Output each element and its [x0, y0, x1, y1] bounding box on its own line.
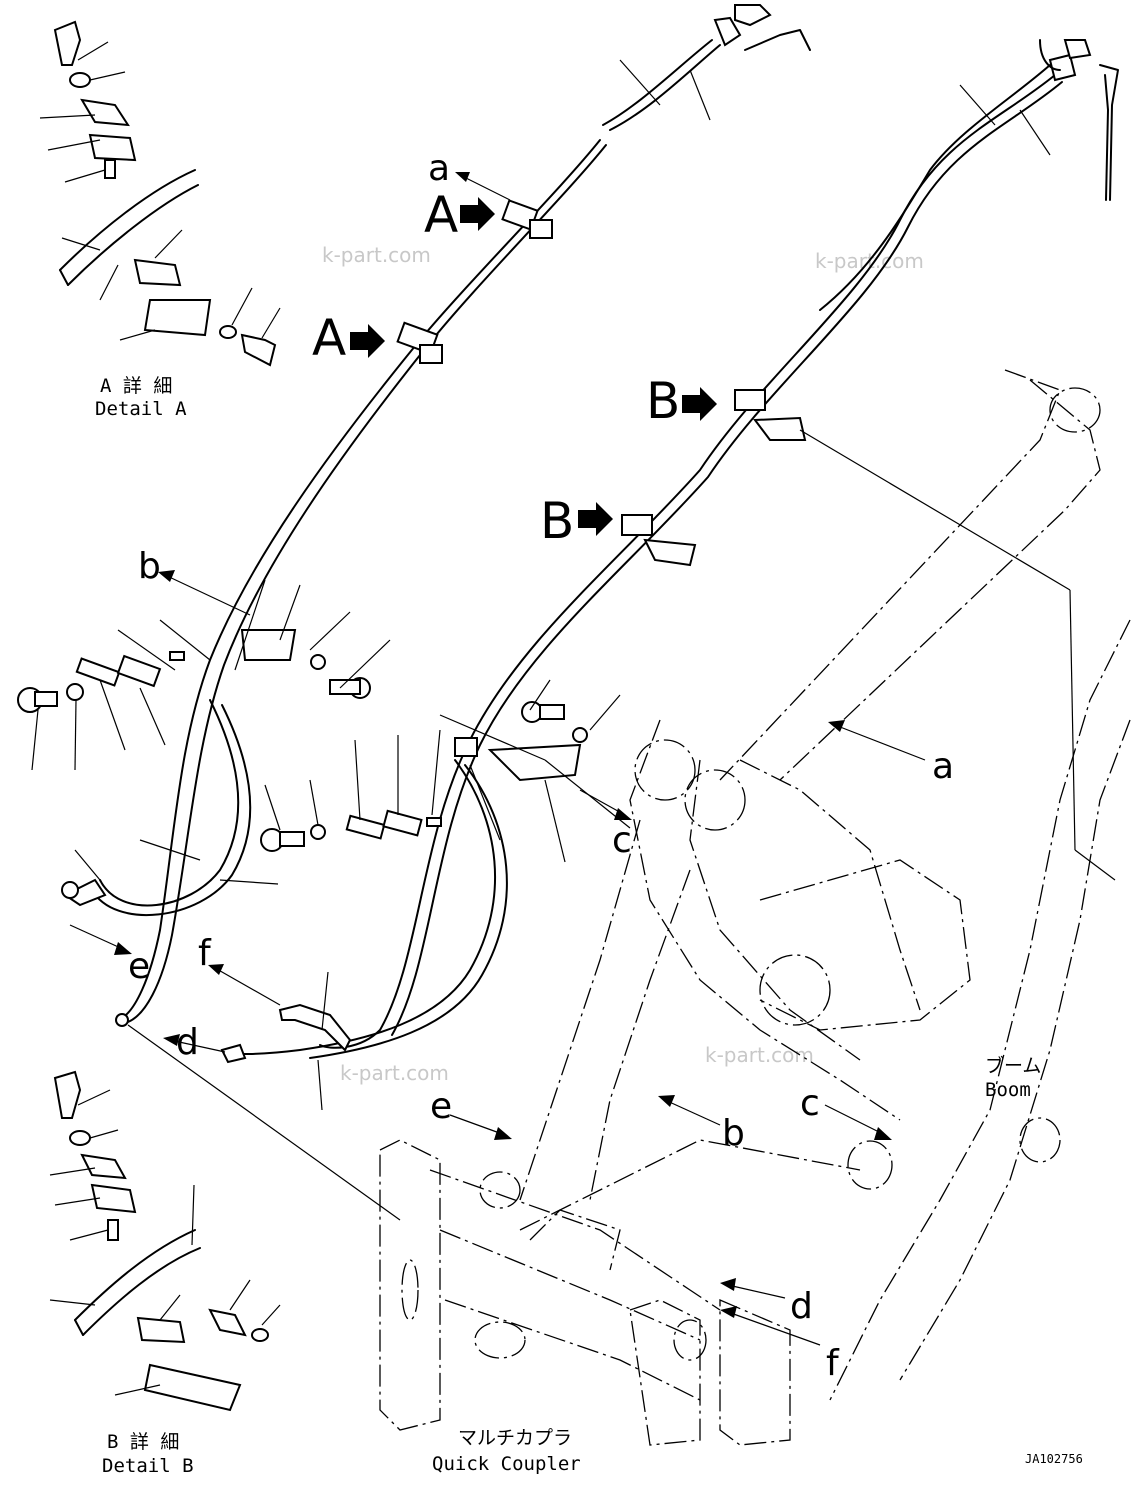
- view-label-b: B: [646, 372, 680, 430]
- hose-clamps: [240, 199, 807, 782]
- callout-d: d: [176, 1022, 199, 1063]
- callout-f-coupler: f: [826, 1343, 840, 1384]
- callout-arrows: [69, 172, 926, 1346]
- coupler-label-en: Quick Coupler: [432, 1453, 581, 1475]
- detail-b-title-en: Detail B: [102, 1455, 194, 1477]
- view-arrow-icon: [350, 197, 717, 536]
- watermark: k-part.com: [705, 1043, 814, 1067]
- callout-b: b: [138, 546, 161, 587]
- callout-a-boom: a: [932, 746, 954, 787]
- boom-outline: [519, 369, 1131, 1401]
- callout-d-coupler: d: [790, 1286, 813, 1327]
- detail-a-title-jp: A 詳 細: [100, 375, 172, 397]
- view-label-a: A: [424, 186, 458, 244]
- quick-coupler-outline: [379, 1139, 791, 1446]
- callout-a: a: [428, 148, 450, 189]
- boom-label-jp: ブーム: [985, 1054, 1041, 1077]
- callout-c: c: [612, 820, 632, 861]
- view-label-b: B: [540, 492, 574, 550]
- boom-label-en: Boom: [985, 1079, 1031, 1101]
- detail-b-drawing: [49, 1070, 281, 1412]
- detail-b-title-jp: B 詳 細: [107, 1431, 179, 1453]
- hose-left: [91, 39, 721, 1027]
- leader-lines: [31, 59, 1116, 1221]
- view-label-a: A: [312, 309, 346, 367]
- hose-end-fittings: [713, 4, 1119, 201]
- callout-e-coupler: e: [430, 1086, 452, 1127]
- drawing-number: JA102756: [1025, 1452, 1083, 1466]
- detail-a-title-en: Detail A: [95, 398, 187, 420]
- hose-inner: [224, 64, 1063, 1059]
- callout-c-boom: c: [800, 1083, 820, 1124]
- callout-e: e: [128, 946, 150, 987]
- loose-fastener-parts: [17, 651, 588, 1064]
- detail-a-drawing: [39, 20, 281, 367]
- coupler-label-jp: マルチカプラ: [458, 1427, 572, 1449]
- callout-b-boom: b: [722, 1113, 745, 1154]
- watermark: k-part.com: [340, 1061, 449, 1085]
- watermark: k-part.com: [322, 243, 431, 267]
- callout-f: f: [198, 933, 212, 974]
